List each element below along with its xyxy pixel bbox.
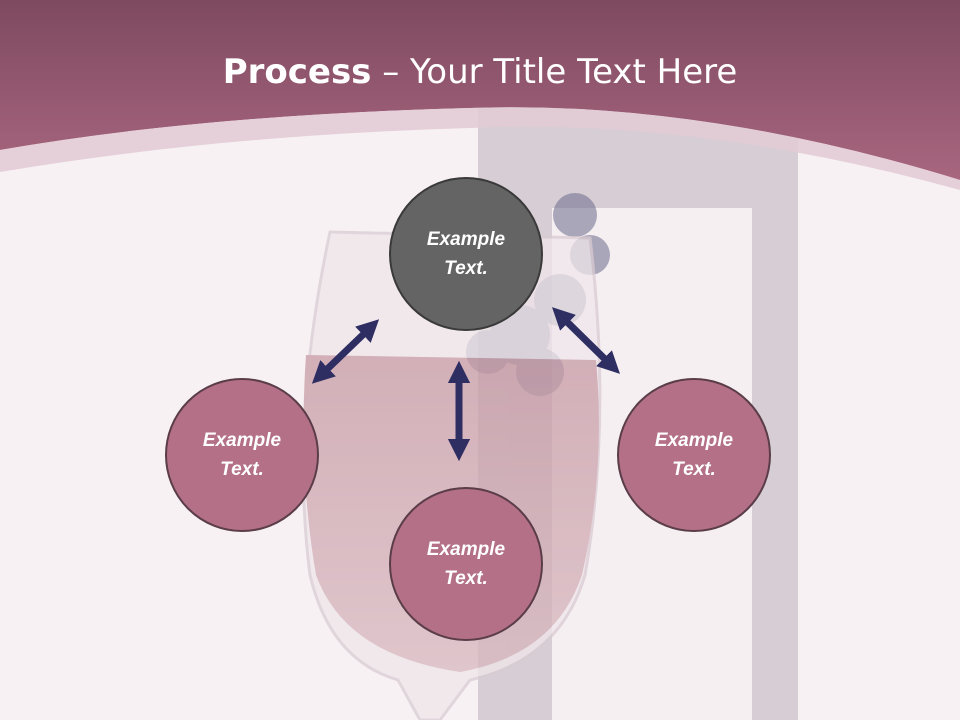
node-right: Example Text. — [617, 378, 771, 532]
node-left: Example Text. — [165, 378, 319, 532]
slide-title: Process – Your Title Text Here — [0, 52, 960, 92]
title-bold: Process — [222, 52, 372, 92]
node-left-label: Example Text. — [202, 430, 282, 480]
header-band — [0, 0, 960, 180]
node-bottom: Example Text. — [389, 487, 543, 641]
node-right-label: Example Text. — [654, 430, 734, 480]
header-swoosh — [0, 107, 960, 190]
node-bottom-label: Example Text. — [426, 539, 506, 589]
node-top-label: Example Text. — [426, 229, 506, 279]
title-rest: – Your Title Text Here — [371, 52, 738, 92]
node-top: Example Text. — [389, 177, 543, 331]
